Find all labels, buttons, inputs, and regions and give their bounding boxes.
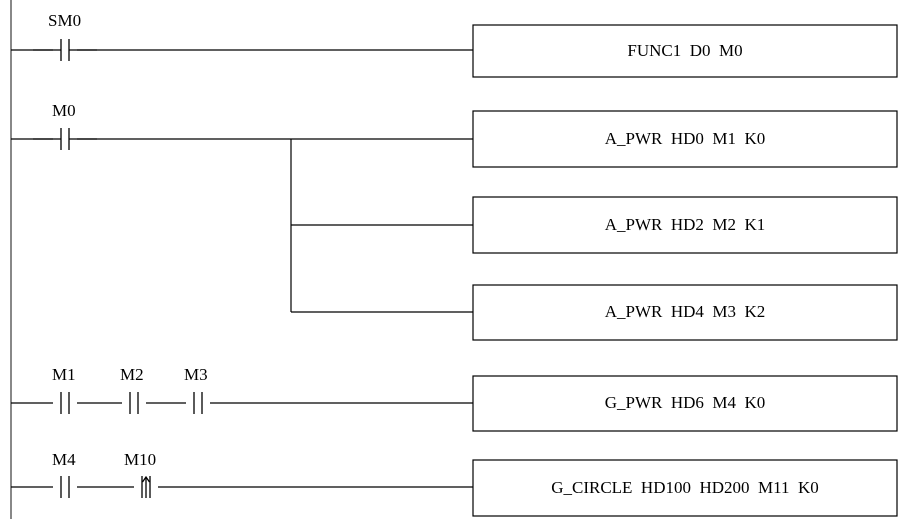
instruction-box-g-pwr[interactable]: G_PWR HD6 M4 K0	[472, 375, 898, 432]
instruction-text-a-pwr-hd2: A_PWR HD2 M2 K1	[605, 215, 766, 234]
contact-m1[interactable]	[53, 391, 77, 415]
contact-label-m2: M2	[120, 365, 144, 384]
contact-m3[interactable]	[186, 391, 210, 415]
instruction-text-a-pwr-hd0: A_PWR HD0 M1 K0	[605, 129, 766, 148]
contact-m4[interactable]	[53, 475, 77, 499]
instruction-text-g-circle: G_CIRCLE HD100 HD200 M11 K0	[551, 478, 819, 497]
rung-4: M4 M10 G_CIRCLE HD100 HD200 M11 K0	[11, 450, 898, 517]
rung-2: M0 A_PWR HD0 M1 K0 A_PWR HD2 M2 K1 A_PWR…	[11, 101, 898, 341]
contact-m10-rising-edge[interactable]	[134, 474, 158, 500]
instruction-box-a-pwr-hd0[interactable]: A_PWR HD0 M1 K0	[472, 110, 898, 168]
contact-label-sm0: SM0	[48, 11, 81, 30]
contact-label-m3: M3	[184, 365, 208, 384]
contact-label-m1: M1	[52, 365, 76, 384]
contact-m2[interactable]	[122, 391, 146, 415]
contact-label-m4: M4	[52, 450, 76, 469]
instruction-text-func1: FUNC1 D0 M0	[627, 41, 742, 60]
contact-m0[interactable]	[33, 127, 97, 151]
instruction-box-a-pwr-hd2[interactable]: A_PWR HD2 M2 K1	[472, 196, 898, 254]
contact-label-m10: M10	[124, 450, 156, 469]
instruction-text-g-pwr: G_PWR HD6 M4 K0	[605, 393, 766, 412]
rung-3: M1 M2 M3 G_PWR HD6 M4 K0	[11, 365, 898, 432]
contact-label-m0: M0	[52, 101, 76, 120]
instruction-text-a-pwr-hd4: A_PWR HD4 M3 K2	[605, 302, 766, 321]
instruction-box-func1[interactable]: FUNC1 D0 M0	[472, 24, 898, 78]
rising-edge-arrow-icon	[141, 475, 151, 498]
instruction-box-g-circle[interactable]: G_CIRCLE HD100 HD200 M11 K0	[472, 459, 898, 517]
contact-sm0[interactable]	[33, 38, 97, 62]
instruction-box-a-pwr-hd4[interactable]: A_PWR HD4 M3 K2	[472, 284, 898, 341]
rung-1: SM0 FUNC1 D0 M0	[11, 11, 898, 78]
